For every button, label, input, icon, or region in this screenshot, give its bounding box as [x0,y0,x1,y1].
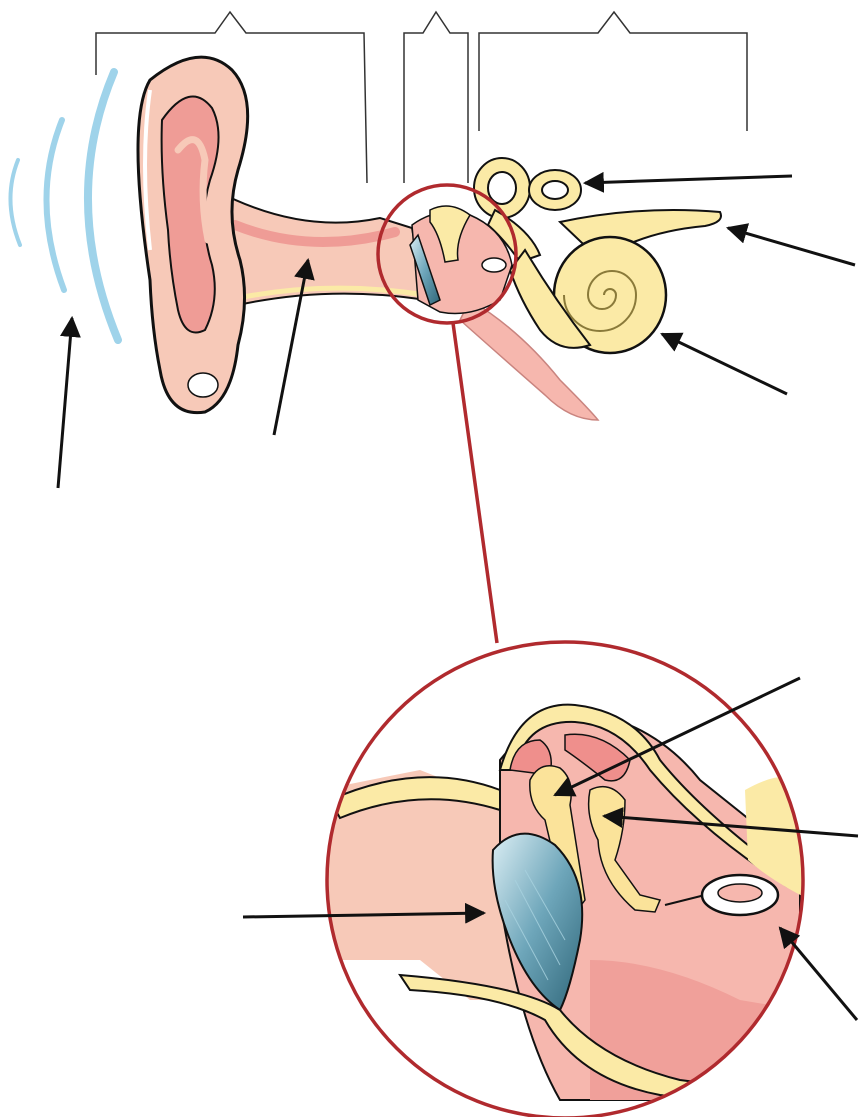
arrow-cochlea [662,334,787,394]
arrow-sound-waves [58,318,72,488]
sound-waves [10,72,118,340]
arrow-semicircular-canals [585,176,792,183]
arrow-middle-ear-cavity [780,928,857,1020]
bracket-middle-ear [404,12,468,183]
ear-canal [215,190,425,305]
bracket-inner-ear [479,12,747,131]
pinna [138,57,248,413]
arrow-auditory-nerve [728,228,855,265]
zoom-connector [453,323,497,643]
zoom-view [320,640,820,1117]
